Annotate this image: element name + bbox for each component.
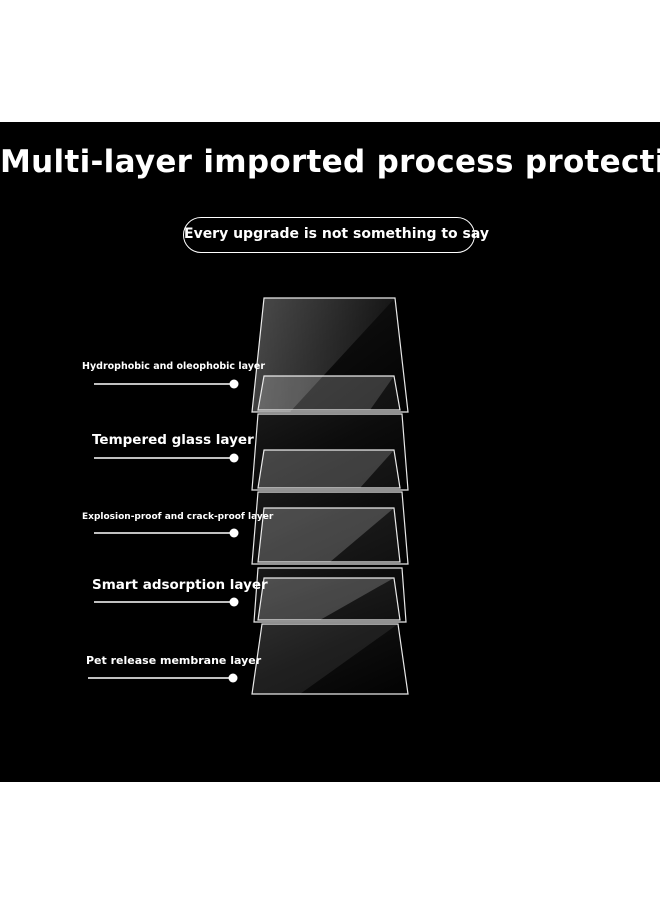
layer-label-smart-adsorption: Smart adsorption layer [92,577,268,593]
layer-label-pet-release: Pet release membrane layer [86,654,262,667]
glass-layer-1 [251,297,409,413]
pointer-line-1 [94,379,239,389]
subtitle-pill: Every upgrade is not something to say [183,217,489,253]
layer-label-tempered-glass: Tempered glass layer [92,432,254,448]
layer-label-explosion-proof: Explosion-proof and crack-proof layer [82,512,274,522]
layer-stack-illustration [88,297,409,695]
pointer-line-5 [88,673,238,683]
layer-label-hydrophobic: Hydrophobic and oleophobic layer [82,361,266,372]
headline: Multi-layer imported process protection [0,144,660,180]
glass-layer-5 [251,623,409,695]
pointer-line-3 [94,528,239,538]
pointer-line-2 [94,453,239,463]
pointer-line-4 [94,597,239,607]
glass-layer-4 [253,567,407,623]
product-infographic-panel: Multi-layer imported process protection … [0,122,660,782]
glass-layer-2 [251,413,409,491]
glass-layer-3 [251,491,409,565]
